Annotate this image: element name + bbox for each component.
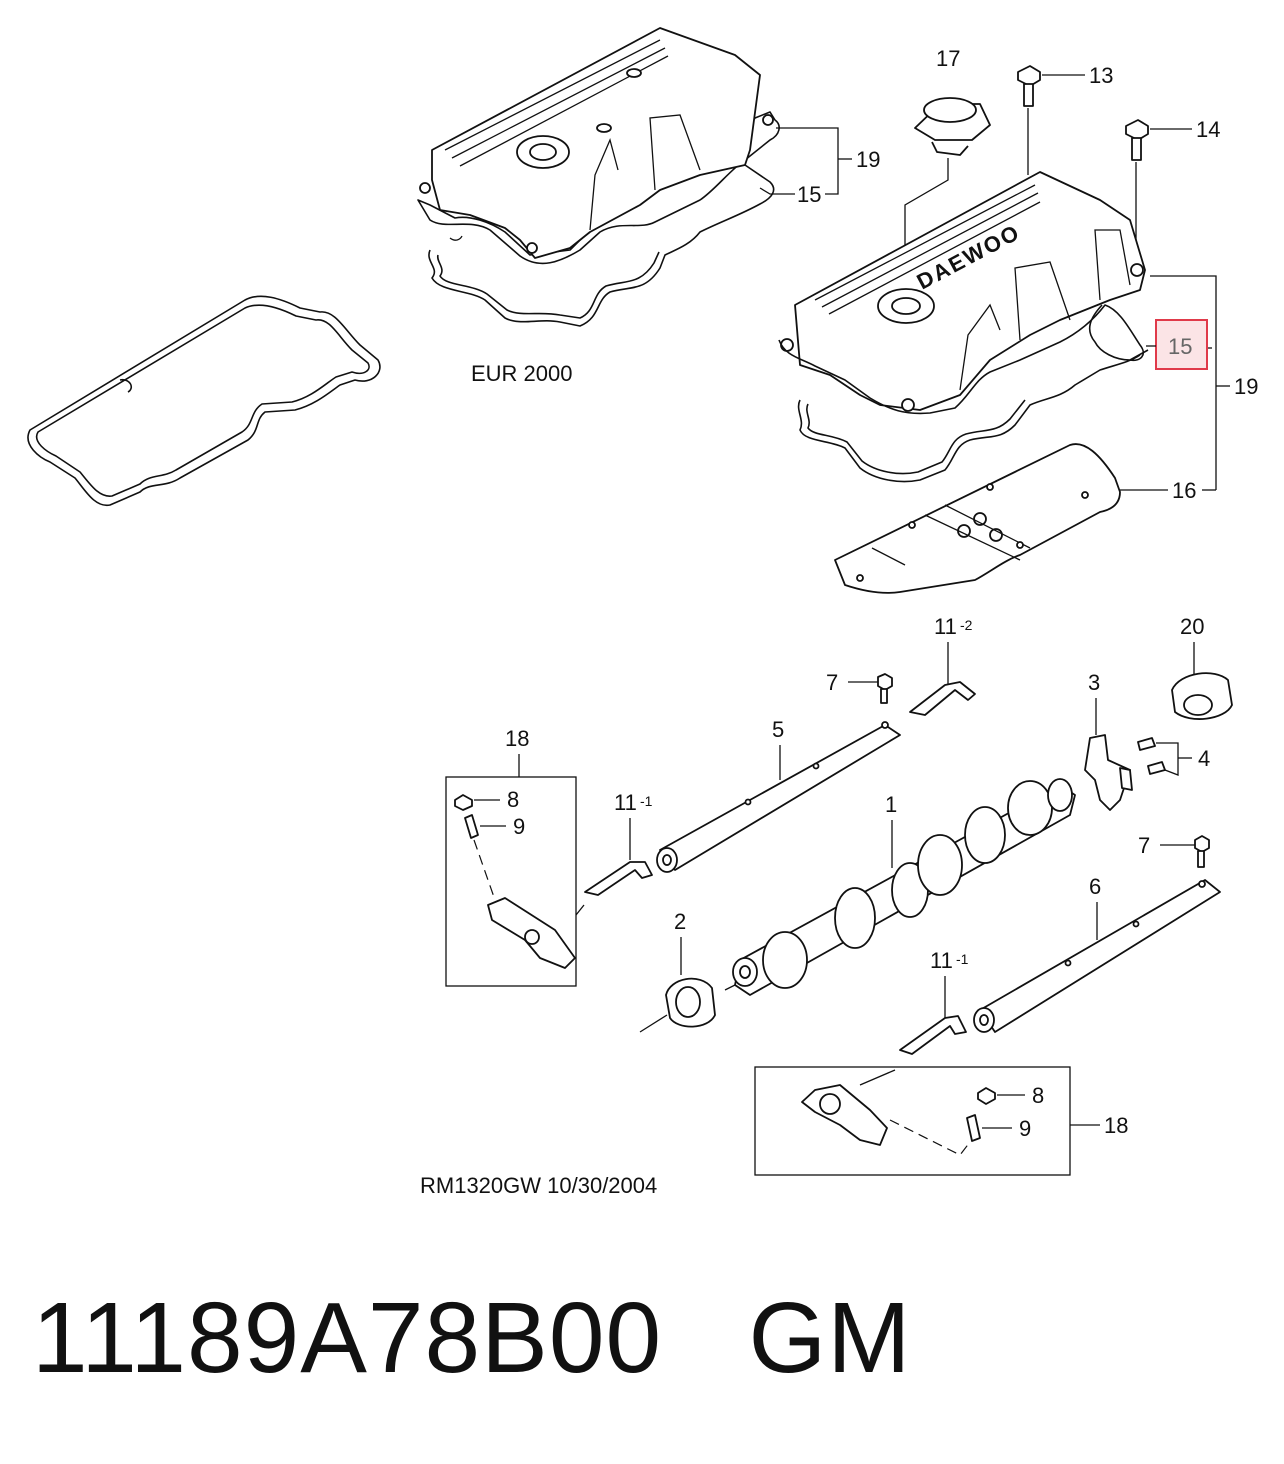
svg-text:-2: -2 [960,617,973,633]
label-1: 1 [885,792,897,817]
label-19: 19 [856,147,880,172]
clip-11-1 [584,861,653,896]
label-15: 15 [797,182,821,207]
svg-text:-1: -1 [956,951,969,967]
label-11-1: 11 [930,948,953,973]
label-11-2: 11 [934,614,957,639]
label-9: 9 [1019,1116,1031,1141]
label-11-1: 11 [614,790,637,815]
rocker-shaft-6 [973,879,1221,1033]
label-15-highlighted: 15 [1168,334,1192,359]
detail-box-18-lower [754,1066,1071,1176]
drawing-reference: RM1320GW 10/30/2004 [420,1173,657,1198]
label-18: 18 [1104,1113,1128,1138]
detail-box-18-left [445,776,577,987]
label-2: 2 [674,909,686,934]
valve-cover-gasket-loose [27,295,381,506]
clip-11-2 [909,681,976,716]
valve-cover-daewoo: DAEWOO [778,65,1192,594]
label-16: 16 [1172,478,1196,503]
thrust-bracket [1084,734,1131,811]
label-13: 13 [1089,63,1113,88]
label-4: 4 [1198,746,1210,771]
camshaft [724,778,1076,996]
rocker-arm-lower [801,1084,888,1146]
valve-cover-eur2000 [417,27,780,327]
label-17: 17 [936,46,960,71]
label-8: 8 [1032,1083,1044,1108]
label-7: 7 [1138,833,1150,858]
label-3: 3 [1088,670,1100,695]
label-20: 20 [1180,614,1204,639]
label-5: 5 [772,717,784,742]
highlight-box [1155,319,1208,370]
rocker-shaft-5 [656,721,901,873]
label-8: 8 [507,787,519,812]
label-7: 7 [826,670,838,695]
clip-11-1 [899,1015,967,1055]
svg-text:-1: -1 [640,793,653,809]
label-14: 14 [1196,117,1220,142]
label-9: 9 [513,814,525,839]
variant-caption: EUR 2000 [471,361,573,386]
label-6: 6 [1089,874,1101,899]
label-19: 19 [1234,374,1258,399]
part-number-title: 11189A78B00 GM [32,1282,912,1394]
label-18: 18 [505,726,529,751]
